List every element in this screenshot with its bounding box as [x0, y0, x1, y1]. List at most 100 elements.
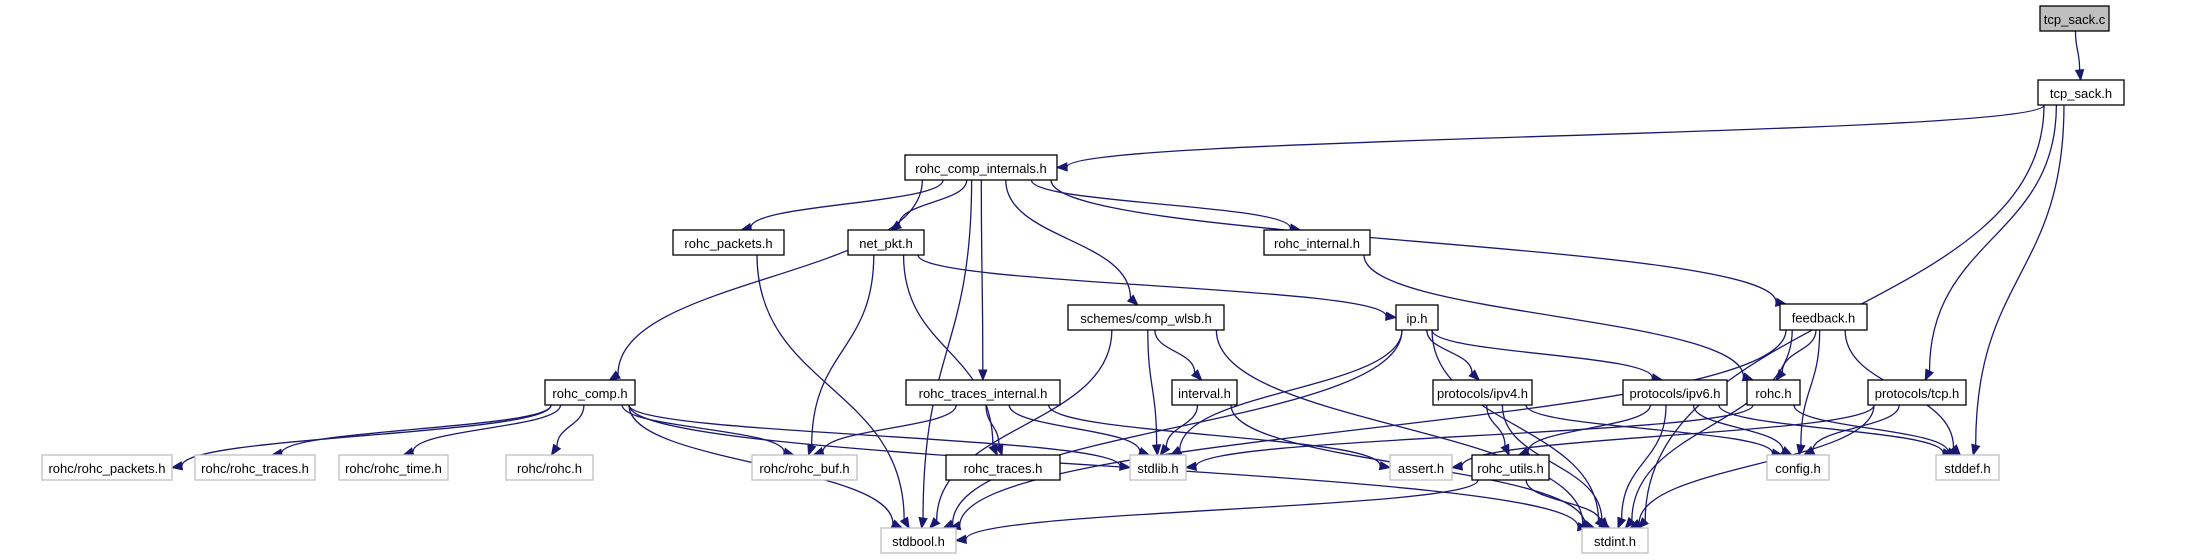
edge-rohc-comp-internals-h-to-rohc-packets-h: [739, 179, 944, 233]
edge-line: [1620, 404, 1667, 519]
edge-rohc-h-to-stddef-h: [1793, 404, 1960, 457]
node-label: config.h: [1775, 461, 1821, 476]
edge-comp-wlsb-h-to-stdint-h: [1215, 329, 1593, 529]
node-label: net_pkt.h: [859, 236, 913, 251]
node-stdlib-h: stdlib.h: [1129, 454, 1187, 481]
edge-line: [280, 404, 552, 454]
node-box: [1432, 379, 1533, 406]
node-rohc-h[interactable]: rohc.h: [1746, 379, 1801, 406]
node-box: [544, 379, 636, 406]
node-rohc-rohc-packets-h: rohc/rohc_packets.h: [41, 454, 173, 481]
edge-line: [1048, 404, 1381, 466]
arrowhead-icon: [1617, 516, 1627, 530]
node-rohc-rohc-buf-h: rohc/rohc_buf.h: [751, 454, 858, 481]
node-label: rohc/rohc_buf.h: [759, 461, 849, 476]
arrowhead-icon: [1924, 368, 1934, 382]
node-box: [1389, 454, 1453, 481]
node-interval-h[interactable]: interval.h: [1171, 379, 1238, 406]
arrowhead-icon: [1184, 461, 1197, 472]
node-protocols-ipv6-h[interactable]: protocols/ipv6.h: [1622, 379, 1728, 406]
arrowhead-icon: [994, 443, 1004, 457]
node-label: rohc/rohc_time.h: [345, 461, 442, 476]
node-box: [1935, 454, 2000, 481]
edge-line: [1527, 404, 1651, 452]
node-protocols-ipv4-h[interactable]: protocols/ipv4.h: [1432, 379, 1533, 406]
edge-line: [951, 329, 1403, 525]
edge-line: [1154, 329, 1196, 373]
edge-line: [1215, 329, 1584, 524]
node-tcp-sack-c[interactable]: tcp_sack.c: [2039, 5, 2110, 32]
node-label: protocols/tcp.h: [1875, 386, 1960, 401]
node-rohc-rohc-time-h: rohc/rohc_time.h: [338, 454, 449, 481]
edge-line: [1005, 179, 1132, 299]
edge-rohc-traces-internal-h-to-stdlib-h: [1008, 404, 1151, 456]
node-box: [1766, 454, 1830, 481]
arrowhead-icon: [1384, 311, 1398, 321]
arrowhead-icon: [1118, 461, 1132, 471]
edge-line: [1501, 404, 1603, 521]
node-schemes-comp-wlsb-h[interactable]: schemes/comp_wlsb.h: [1067, 304, 1225, 331]
node-net-pkt-h[interactable]: net_pkt.h: [847, 229, 925, 256]
node-rohc-rohc-h: rohc/rohc.h: [505, 454, 594, 481]
edge-line: [1800, 329, 1821, 446]
edge-rohc-traces-internal-h-to-assert-h: [1048, 404, 1392, 471]
edge-rohc-h-to-stdlib-h: [1184, 404, 1754, 472]
node-feedback-h[interactable]: feedback.h: [1779, 303, 1868, 331]
node-tcp-sack-h[interactable]: tcp_sack.h: [2037, 79, 2125, 106]
node-config-h: config.h: [1766, 454, 1830, 481]
arrowhead-icon: [2074, 69, 2085, 82]
node-box: [1581, 527, 1649, 554]
edge-ip-h-to-ipv6-h: [1431, 329, 1664, 383]
arrowhead-icon: [608, 370, 621, 381]
node-rohc-comp-internals-h[interactable]: rohc_comp_internals.h: [904, 154, 1058, 181]
node-label: rohc_comp.h: [552, 386, 627, 401]
edge-line: [1812, 404, 1900, 451]
edge-line: [628, 404, 1121, 467]
node-box: [2037, 79, 2125, 106]
edge-line: [902, 254, 994, 446]
edge-line: [1486, 404, 1506, 446]
edge-line: [1147, 329, 1158, 446]
edge-rohc-comp-internals-h-to-rohc-internal-h: [1030, 179, 1302, 233]
edge-line: [1165, 404, 1199, 448]
arrowhead-icon: [1450, 461, 1464, 471]
edge-line: [980, 179, 984, 371]
node-stdint-h: stdint.h: [1581, 527, 1649, 554]
arrowhead-icon: [1468, 369, 1481, 381]
node-rohc-utils-h[interactable]: rohc_utils.h: [1471, 454, 1550, 481]
arrowhead-icon: [954, 534, 967, 544]
node-box: [1867, 379, 1967, 406]
edge-rohc-traces-internal-h-to-rohc-traces-h: [985, 404, 1004, 457]
edge-line: [898, 179, 968, 225]
arrowhead-icon: [988, 443, 998, 457]
node-rohc-comp-h[interactable]: rohc_comp.h: [544, 379, 636, 406]
edge-line: [1718, 404, 1944, 454]
edge-line: [1631, 329, 1793, 521]
node-assert-h: assert.h: [1389, 454, 1453, 481]
node-box: [1263, 229, 1371, 256]
arrowhead-icon: [978, 369, 988, 382]
edge-rohc-traces-internal-h-to-rohc-rohc-buf-h: [812, 404, 957, 457]
node-box: [1622, 379, 1728, 406]
node-ip-h[interactable]: ip.h: [1395, 304, 1439, 331]
node-rohc-packets-h[interactable]: rohc_packets.h: [672, 229, 785, 256]
node-rohc-traces-internal-h[interactable]: rohc_traces_internal.h: [905, 379, 1061, 406]
edge-line: [412, 404, 562, 453]
node-label: stddef.h: [1944, 461, 1990, 476]
node-label: rohc/rohc_packets.h: [48, 461, 165, 476]
node-rohc-internal-h[interactable]: rohc_internal.h: [1263, 229, 1371, 256]
node-protocols-tcp-h[interactable]: protocols/tcp.h: [1867, 379, 1967, 406]
node-rohc-traces-h[interactable]: rohc_traces.h: [945, 454, 1061, 481]
arrowhead-icon: [807, 443, 817, 457]
edge-rohc-comp-internals-h-to-comp-wlsb-h: [1005, 179, 1139, 306]
nodes-layer: tcp_sack.c tcp_sack.h rohc_comp_internals.…: [41, 5, 2125, 554]
edge-feedback-h-to-stdint-h: [1624, 329, 1793, 530]
edge-tcp-sack-h-to-tcp-h: [1924, 104, 2058, 382]
node-box: [1471, 454, 1550, 481]
edge-tcp-sack-h-to-stddef-h: [1971, 104, 2065, 457]
arrowhead-icon: [1637, 517, 1649, 529]
node-box: [904, 154, 1058, 181]
arrowhead-icon: [1126, 294, 1139, 306]
arrowhead-icon: [1137, 447, 1151, 456]
edge-comp-wlsb-h-to-interval-h: [1154, 329, 1203, 381]
